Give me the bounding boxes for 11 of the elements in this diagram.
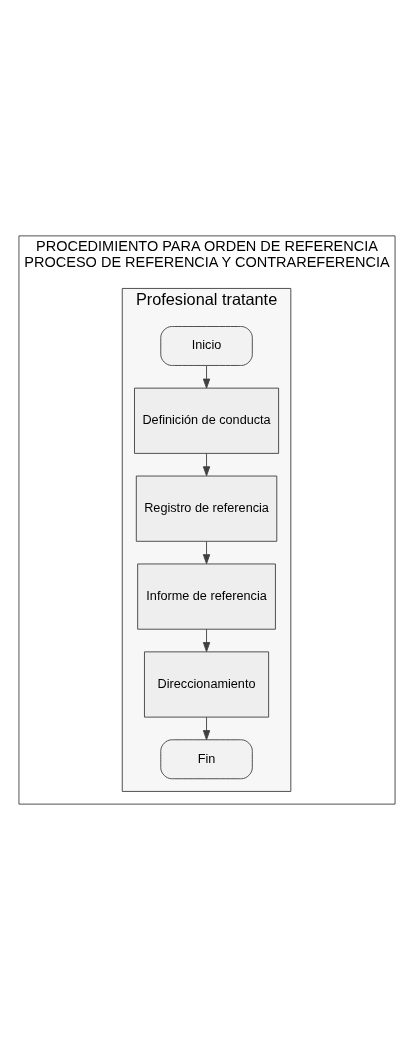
node-box: Registro de referencia	[135, 475, 278, 542]
arrow	[202, 453, 211, 477]
node-box: Direccionamiento	[144, 651, 270, 718]
arrow	[202, 628, 211, 653]
arrow	[202, 365, 211, 389]
arrow	[202, 716, 211, 741]
node-box: Definición de conducta	[134, 387, 280, 454]
node-box: Informe de referencia	[137, 563, 276, 630]
node-box: Inicio	[160, 326, 253, 366]
node-box: Fin	[160, 739, 253, 780]
arrow	[202, 540, 211, 565]
